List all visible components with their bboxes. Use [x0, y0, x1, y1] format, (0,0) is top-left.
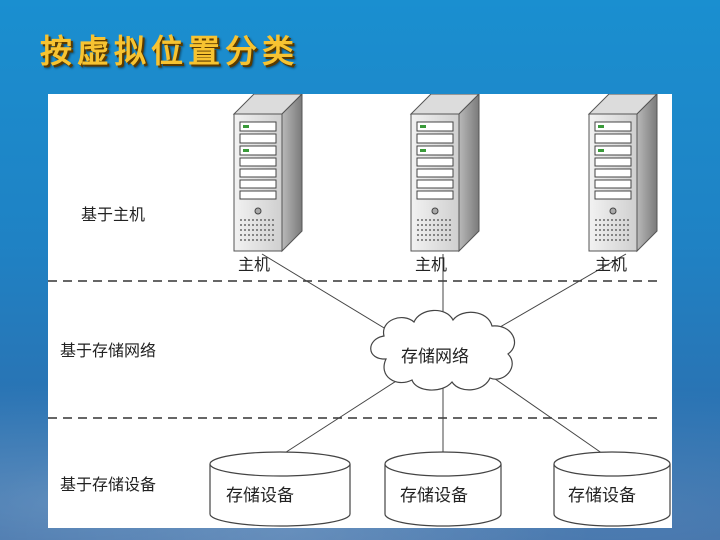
storage-virtualization-diagram: 基于主机 基于存储网络 基于存储设备 主机 主机 主机 存储网络 存储设备: [48, 93, 671, 527]
host-server-2: 主机: [410, 93, 480, 274]
host-server-1: 主机: [233, 93, 303, 274]
diagram-panel: 基于主机 基于存储网络 基于存储设备 主机 主机 主机 存储网络 存储设备: [48, 93, 672, 528]
storage-network-cloud: 存储网络: [370, 309, 515, 391]
storage-device-2: 存储设备: [384, 451, 502, 527]
device-label: 存储设备: [226, 486, 294, 506]
cloud-shape: [370, 309, 515, 391]
cloud-label: 存储网络: [401, 347, 469, 367]
storage-device-3: 存储设备: [553, 451, 671, 527]
link-device-3: [487, 373, 607, 457]
connection-lines: [261, 253, 627, 457]
layer-label-device: 基于存储设备: [60, 475, 156, 494]
device-label: 存储设备: [400, 486, 468, 506]
host-label: 主机: [595, 255, 627, 274]
host-label: 主机: [415, 255, 447, 274]
server-icon: [410, 93, 480, 252]
link-host-1: [261, 253, 405, 341]
slide-title: 按虚拟位置分类: [40, 32, 300, 70]
server-icon: [588, 93, 658, 252]
server-icon: [233, 93, 303, 252]
link-host-3: [487, 253, 627, 335]
device-label: 存储设备: [568, 486, 636, 506]
host-server-3: 主机: [588, 93, 658, 274]
layer-label-host: 基于主机: [81, 205, 145, 224]
storage-device-1: 存储设备: [209, 451, 351, 527]
host-label: 主机: [238, 255, 270, 274]
link-device-1: [279, 375, 405, 457]
layer-label-network: 基于存储网络: [60, 341, 156, 360]
